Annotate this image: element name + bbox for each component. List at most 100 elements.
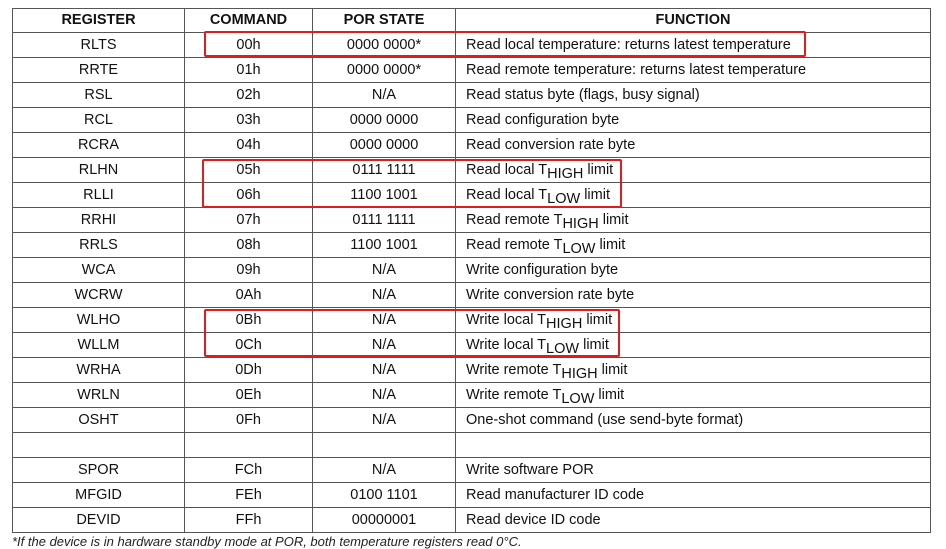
header-register: REGISTER — [12, 8, 185, 33]
function-text: One-shot command (use send-byte format) — [466, 412, 744, 428]
por-state-cell: 0111 1111 — [312, 157, 456, 183]
command-cell: 0Eh — [184, 382, 313, 408]
function-text: Write software POR — [466, 462, 594, 478]
function-cell: Read configuration byte — [455, 107, 931, 133]
function-cell: Read local THIGH limit — [455, 157, 931, 183]
function-text: Read local T — [466, 162, 548, 178]
header-function: FUNCTION — [455, 8, 931, 33]
function-text: Write conversion rate byte — [466, 287, 635, 303]
function-cell: Read conversion rate byte — [455, 132, 931, 158]
function-text: Write local T — [466, 312, 547, 328]
por-state-cell: N/A — [312, 282, 456, 308]
register-cell: RRTE — [12, 57, 185, 83]
command-cell: 00h — [184, 32, 313, 58]
function-cell: Read remote THIGH limit — [455, 207, 931, 233]
function-cell: Read local temperature: returns latest t… — [455, 32, 931, 58]
function-cell: Write software POR — [455, 457, 931, 483]
por-state-cell: 0100 1101 — [312, 482, 456, 508]
command-cell: 02h — [184, 82, 313, 108]
function-text: Read device ID code — [466, 512, 601, 528]
header-command: COMMAND — [184, 8, 313, 33]
function-subscript: LOW — [547, 191, 581, 207]
register-cell: SPOR — [12, 457, 185, 483]
function-text: Read remote T — [466, 212, 563, 228]
function-cell: One-shot command (use send-byte format) — [455, 407, 931, 433]
por-state-cell: 00000001 — [312, 507, 456, 533]
register-cell: RLHN — [12, 157, 185, 183]
register-cell: WRHA — [12, 357, 185, 383]
command-cell: 06h — [184, 182, 313, 208]
function-subscript: HIGH — [561, 366, 598, 382]
command-cell: 0Fh — [184, 407, 313, 433]
function-subscript: LOW — [562, 241, 596, 257]
function-text: Read remote temperature: returns latest … — [466, 62, 807, 78]
register-cell: OSHT — [12, 407, 185, 433]
por-state-cell: N/A — [312, 382, 456, 408]
function-subscript: HIGH — [546, 316, 583, 332]
function-text: Write remote T — [466, 362, 562, 378]
command-cell: 0Ah — [184, 282, 313, 308]
function-text: Read status byte (flags, busy signal) — [466, 87, 700, 103]
command-cell: 08h — [184, 232, 313, 258]
por-state-cell: 1100 1001 — [312, 232, 456, 258]
function-cell: Write local THIGH limit — [455, 307, 931, 333]
header-por-state: POR STATE — [312, 8, 456, 33]
register-cell — [12, 432, 185, 458]
function-cell: Write local TLOW limit — [455, 332, 931, 358]
function-cell: Write remote THIGH limit — [455, 357, 931, 383]
register-cell: RLTS — [12, 32, 185, 58]
register-cell: WRLN — [12, 382, 185, 408]
function-subscript: HIGH — [562, 216, 599, 232]
command-cell: 01h — [184, 57, 313, 83]
por-state-cell: N/A — [312, 332, 456, 358]
register-cell: RCRA — [12, 132, 185, 158]
function-text: Read remote T — [466, 237, 563, 253]
por-state-cell: 1100 1001 — [312, 182, 456, 208]
register-cell: MFGID — [12, 482, 185, 508]
function-text: Read configuration byte — [466, 112, 620, 128]
command-cell: 09h — [184, 257, 313, 283]
register-cell: WLHO — [12, 307, 185, 333]
command-cell: 0Bh — [184, 307, 313, 333]
function-text: Write configuration byte — [466, 262, 619, 278]
footnote: *If the device is in hardware standby mo… — [12, 534, 522, 549]
command-cell: 0Ch — [184, 332, 313, 358]
por-state-cell: 0111 1111 — [312, 207, 456, 233]
por-state-cell: 0000 0000* — [312, 32, 456, 58]
command-cell: 0Dh — [184, 357, 313, 383]
function-tail: limit — [579, 337, 609, 353]
function-text: Read local T — [466, 187, 548, 203]
register-table-wrapper: REGISTER COMMAND POR STATE FUNCTION RLTS… — [12, 8, 931, 533]
function-subscript: LOW — [561, 391, 595, 407]
function-tail: limit — [582, 312, 613, 328]
por-state-cell: N/A — [312, 457, 456, 483]
function-text: Read local temperature: returns latest t… — [466, 37, 791, 53]
command-cell: FFh — [184, 507, 313, 533]
register-cell: DEVID — [12, 507, 185, 533]
register-cell: WCA — [12, 257, 185, 283]
register-cell: WCRW — [12, 282, 185, 308]
function-text: Read manufacturer ID code — [466, 487, 645, 503]
register-table: REGISTER COMMAND POR STATE FUNCTION RLTS… — [12, 8, 931, 533]
function-cell: Read manufacturer ID code — [455, 482, 931, 508]
function-cell: Write remote TLOW limit — [455, 382, 931, 408]
function-text: Read conversion rate byte — [466, 137, 636, 153]
function-tail: limit — [597, 362, 628, 378]
function-cell: Write conversion rate byte — [455, 282, 931, 308]
function-text: Write local T — [466, 337, 547, 353]
por-state-cell: N/A — [312, 82, 456, 108]
por-state-cell: 0000 0000 — [312, 132, 456, 158]
register-cell: WLLM — [12, 332, 185, 358]
por-state-cell: 0000 0000 — [312, 107, 456, 133]
